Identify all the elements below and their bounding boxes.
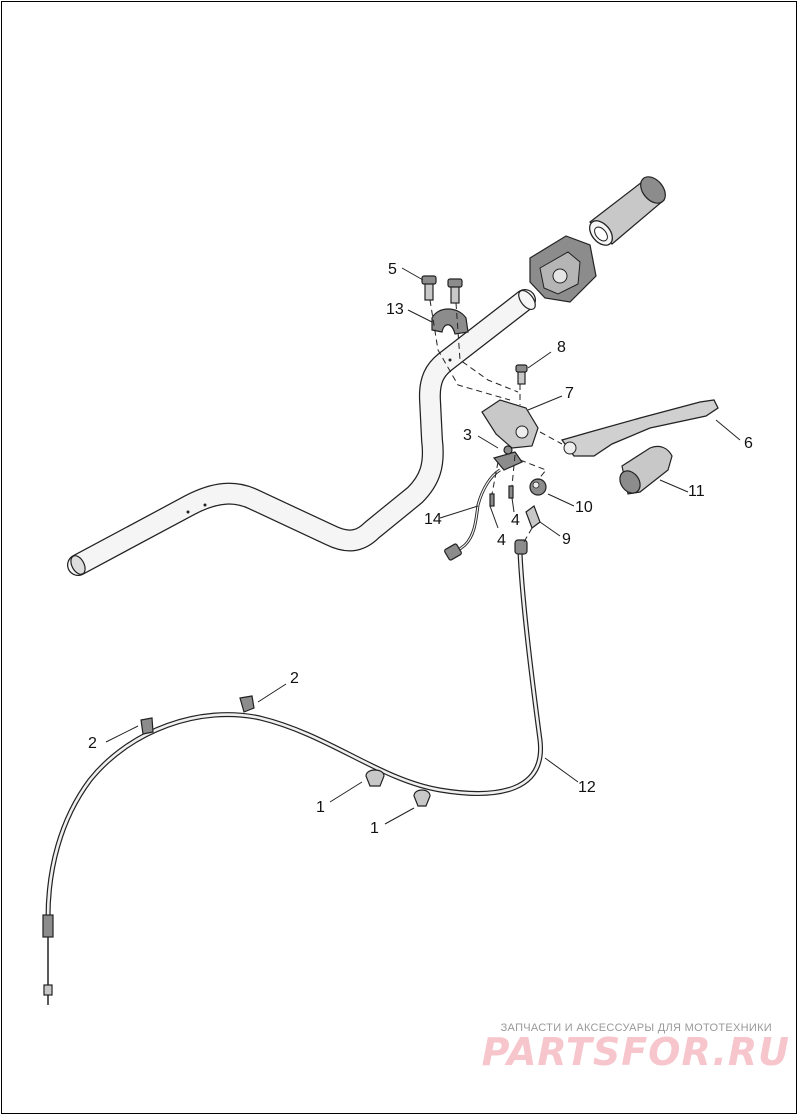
callout-1-left: 1 [316,799,325,816]
rubber-boot [619,445,673,495]
small-parts [489,478,547,529]
clamp-screws [421,275,469,335]
callout-8: 8 [557,339,566,356]
leader-lines [105,267,741,825]
clutch-switch-wire [444,468,501,561]
callout-5: 5 [388,261,397,278]
cable-clips [140,695,431,807]
throttle-grip [589,176,666,246]
callout-6: 6 [744,435,753,452]
callout-2-left: 2 [88,735,97,752]
callout-10: 10 [575,499,593,516]
watermark-tagline: ЗАПЧАСТИ И АКСЕССУАРЫ ДЛЯ МОТОТЕХНИКИ [500,1022,772,1034]
alignment-lines [429,299,563,543]
callout-labels: 5 13 8 7 6 3 11 10 9 4 4 14 12 2 2 1 1 [88,261,753,837]
callout-4-left: 4 [497,532,506,549]
callout-3: 3 [463,427,472,444]
callout-2-top: 2 [290,670,299,687]
watermark-logo: PARTSFOR.RU [481,1030,790,1074]
clutch-cable [42,539,543,1005]
callout-11: 11 [688,483,705,500]
callout-9: 9 [562,531,571,548]
handlebar [67,289,536,576]
callout-14: 14 [424,511,442,528]
callout-7: 7 [565,385,574,402]
switch-housing [529,235,597,303]
callout-13: 13 [386,301,404,318]
callout-12: 12 [578,779,596,796]
clutch-lever [560,399,719,457]
callout-4-right: 4 [511,512,520,529]
callout-1-right: 1 [370,820,379,837]
